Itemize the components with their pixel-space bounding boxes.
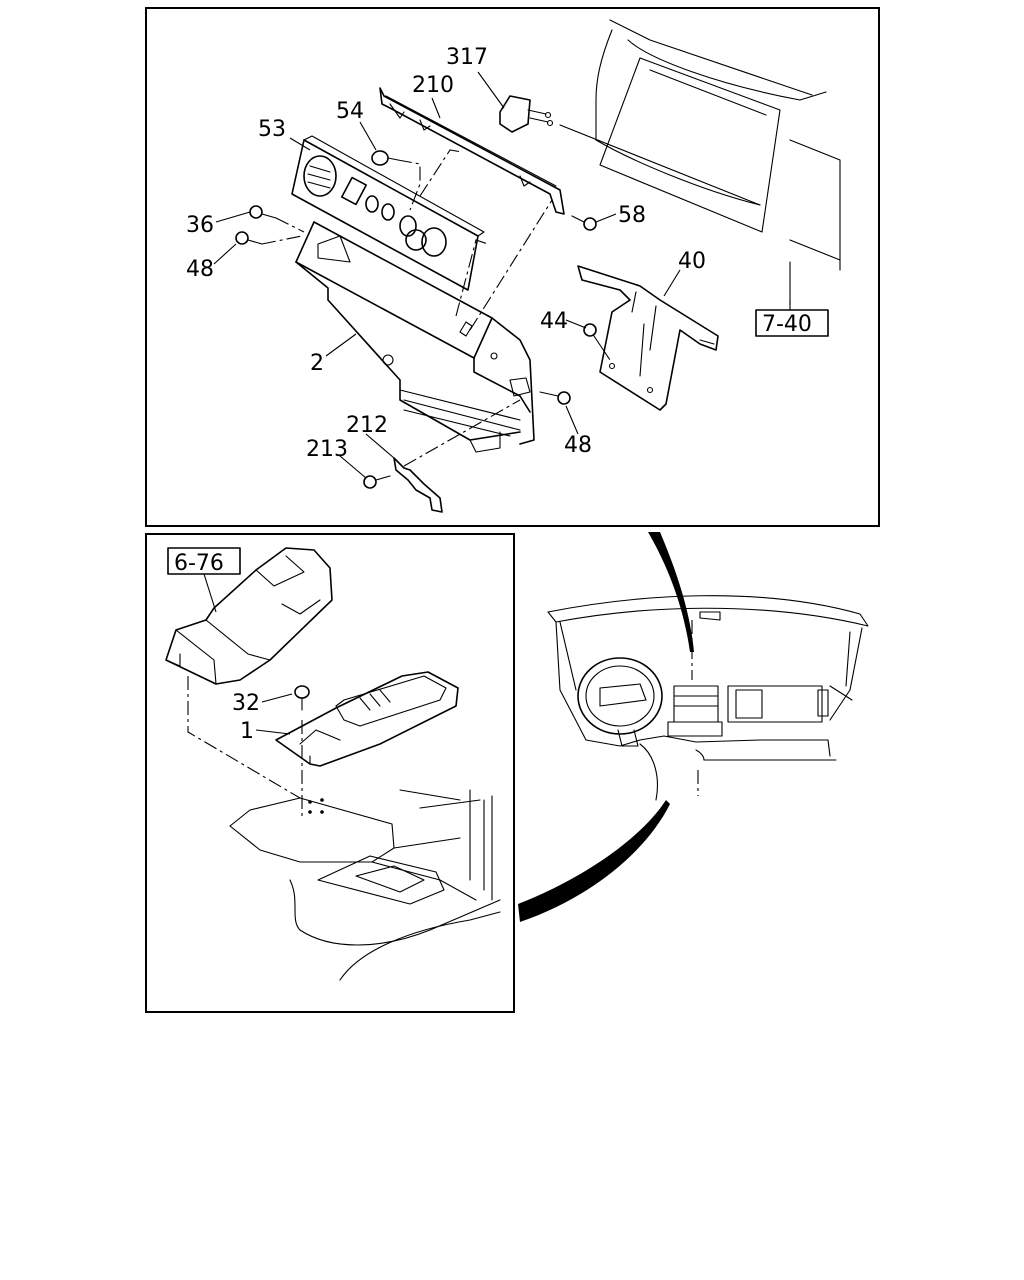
screw-58: [571, 215, 597, 231]
leader-48b: [565, 405, 579, 435]
tray-1: [275, 671, 459, 767]
callout-1: 1: [240, 719, 254, 744]
leader-54: [359, 121, 377, 151]
top-panel: 317 210 54 53 36 48 58 40 44 2 212 213 4…: [145, 7, 880, 527]
callout-48-right: 48: [564, 433, 592, 458]
floor-outline: [187, 676, 501, 981]
pointer-to-top-panel: [648, 532, 694, 652]
leader-53: [289, 137, 311, 151]
knob-54: [371, 150, 421, 211]
reference-box-6-76: 6-76: [167, 547, 241, 613]
callout-54: 54: [336, 99, 364, 124]
callout-210: 210: [412, 73, 454, 98]
console-housing-2: [295, 199, 553, 453]
callout-2: 2: [310, 351, 324, 376]
bolt-44: [583, 323, 611, 361]
callout-317: 317: [446, 45, 488, 70]
leader-317: [477, 71, 505, 109]
callout-48-left: 48: [186, 257, 214, 282]
leader-213: [339, 455, 367, 479]
bracket-212: [393, 399, 521, 513]
reference-box-7-40: 7-40: [755, 309, 829, 337]
leader-210: [431, 97, 441, 119]
pointer-to-bottom-panel: [518, 800, 670, 922]
leader-36: [215, 211, 251, 223]
screw-213: [363, 475, 391, 489]
top-panel-frame: [145, 7, 880, 527]
callout-213: 213: [306, 437, 348, 462]
leader-58: [595, 213, 617, 223]
callout-53: 53: [258, 117, 286, 142]
bottom-left-panel-frame: [145, 533, 515, 1013]
panel-53: [291, 135, 485, 291]
leader-1: [255, 729, 291, 735]
cab-window-outline: [559, 19, 841, 306]
screw-48-right: [539, 391, 571, 405]
bracket-210: [379, 87, 565, 215]
screw-32: [294, 685, 310, 820]
callout-40: 40: [678, 249, 706, 274]
leader-2: [325, 333, 357, 357]
dashboard-locator-view: [518, 532, 869, 922]
leader-44: [565, 319, 587, 329]
callout-36: 36: [186, 213, 214, 238]
leader-40: [663, 269, 681, 297]
bracket-40: [577, 265, 719, 411]
bottom-left-panel: 6-76: [145, 533, 515, 1013]
callout-44: 44: [540, 309, 568, 334]
reference-label-6-76: 6-76: [174, 551, 224, 576]
callout-32: 32: [232, 691, 260, 716]
callout-212: 212: [346, 413, 388, 438]
screw-48-left: [235, 231, 303, 245]
leader-48a: [213, 243, 237, 265]
leader-212: [365, 433, 395, 459]
callout-58: 58: [618, 203, 646, 228]
relay-317: [499, 95, 554, 133]
center-console-6-76: [165, 547, 333, 685]
reference-label-7-40: 7-40: [762, 312, 812, 337]
leader-32: [261, 693, 293, 703]
screw-36: [249, 205, 305, 233]
